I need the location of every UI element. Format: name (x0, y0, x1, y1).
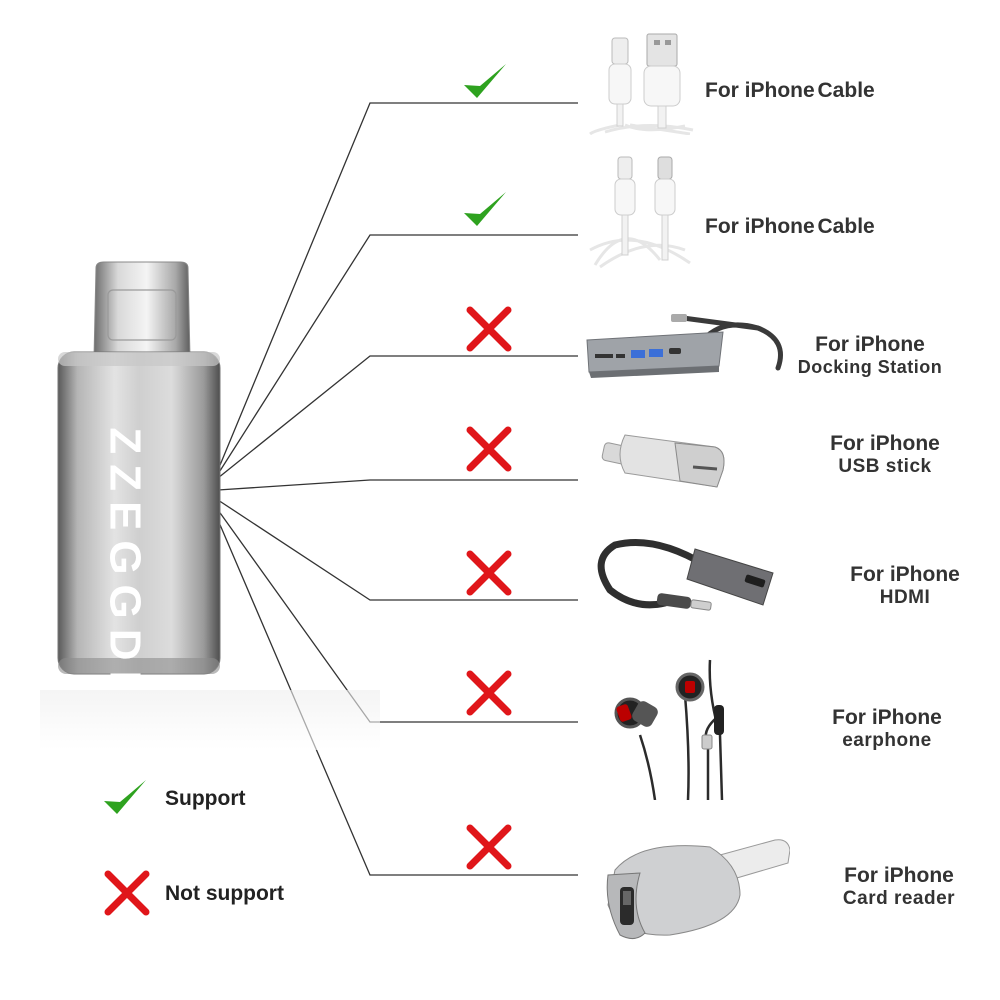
product-label-line2: HDMI (879, 587, 931, 609)
product-label-line2: Cable (817, 215, 875, 238)
card-reader-icon (606, 839, 790, 939)
legend-support-label: Support (165, 787, 246, 810)
hdmi-adapter-icon (597, 539, 774, 611)
product-label-line2: Docking Station (797, 357, 943, 378)
cross-icon (466, 550, 512, 596)
connector-line-7 (217, 519, 578, 876)
product-label-line1: For iPhone (705, 215, 815, 238)
legend-not-support-label: Not support (165, 882, 284, 905)
cross-icon (466, 824, 512, 870)
earphone-icon (614, 659, 724, 800)
product-label-3: For iPhone Docking Station (785, 333, 955, 378)
product-label-line1: For iPhone (844, 864, 954, 887)
lightning-to-usb-c-cable-icon (589, 156, 691, 269)
connector-line-3 (217, 355, 578, 479)
check-icon (464, 64, 506, 98)
product-label-line2: earphone (842, 730, 932, 752)
connector-line-4 (217, 479, 578, 491)
product-label-5: For iPhone HDMI (820, 563, 990, 609)
connector-line-1 (217, 102, 578, 471)
product-label-7: For iPhone Card reader (814, 864, 984, 910)
legend-cross-icon (104, 870, 150, 916)
adapter-brand-text: ZZEGGDI (100, 427, 149, 693)
product-label-line1: For iPhone (815, 333, 925, 356)
product-label-2: For iPhone Cable (705, 215, 875, 239)
docking-station-icon (586, 314, 783, 378)
legend-check-icon (104, 780, 146, 814)
cross-icon (466, 306, 512, 352)
product-label-line2: USB stick (838, 456, 932, 478)
product-label-4: For iPhone USB stick (800, 432, 970, 478)
cross-icon (466, 426, 512, 472)
connector-line-2 (217, 234, 578, 475)
product-label-line1: For iPhone (830, 432, 940, 455)
usb-stick-icon (601, 434, 725, 488)
product-label-6: For iPhone earphone (802, 706, 972, 752)
product-label-line1: For iPhone (832, 706, 942, 729)
product-label-line2: Cable (817, 79, 875, 102)
product-label-line1: For iPhone (705, 79, 815, 102)
check-icon (464, 192, 506, 226)
lightning-to-usb-a-cable-icon (589, 33, 694, 135)
product-label-line2: Card reader (842, 888, 956, 910)
connector-line-5 (217, 499, 578, 601)
cross-icon (466, 670, 512, 716)
product-label-1: For iPhone Cable (705, 79, 875, 103)
product-label-line1: For iPhone (850, 563, 960, 586)
